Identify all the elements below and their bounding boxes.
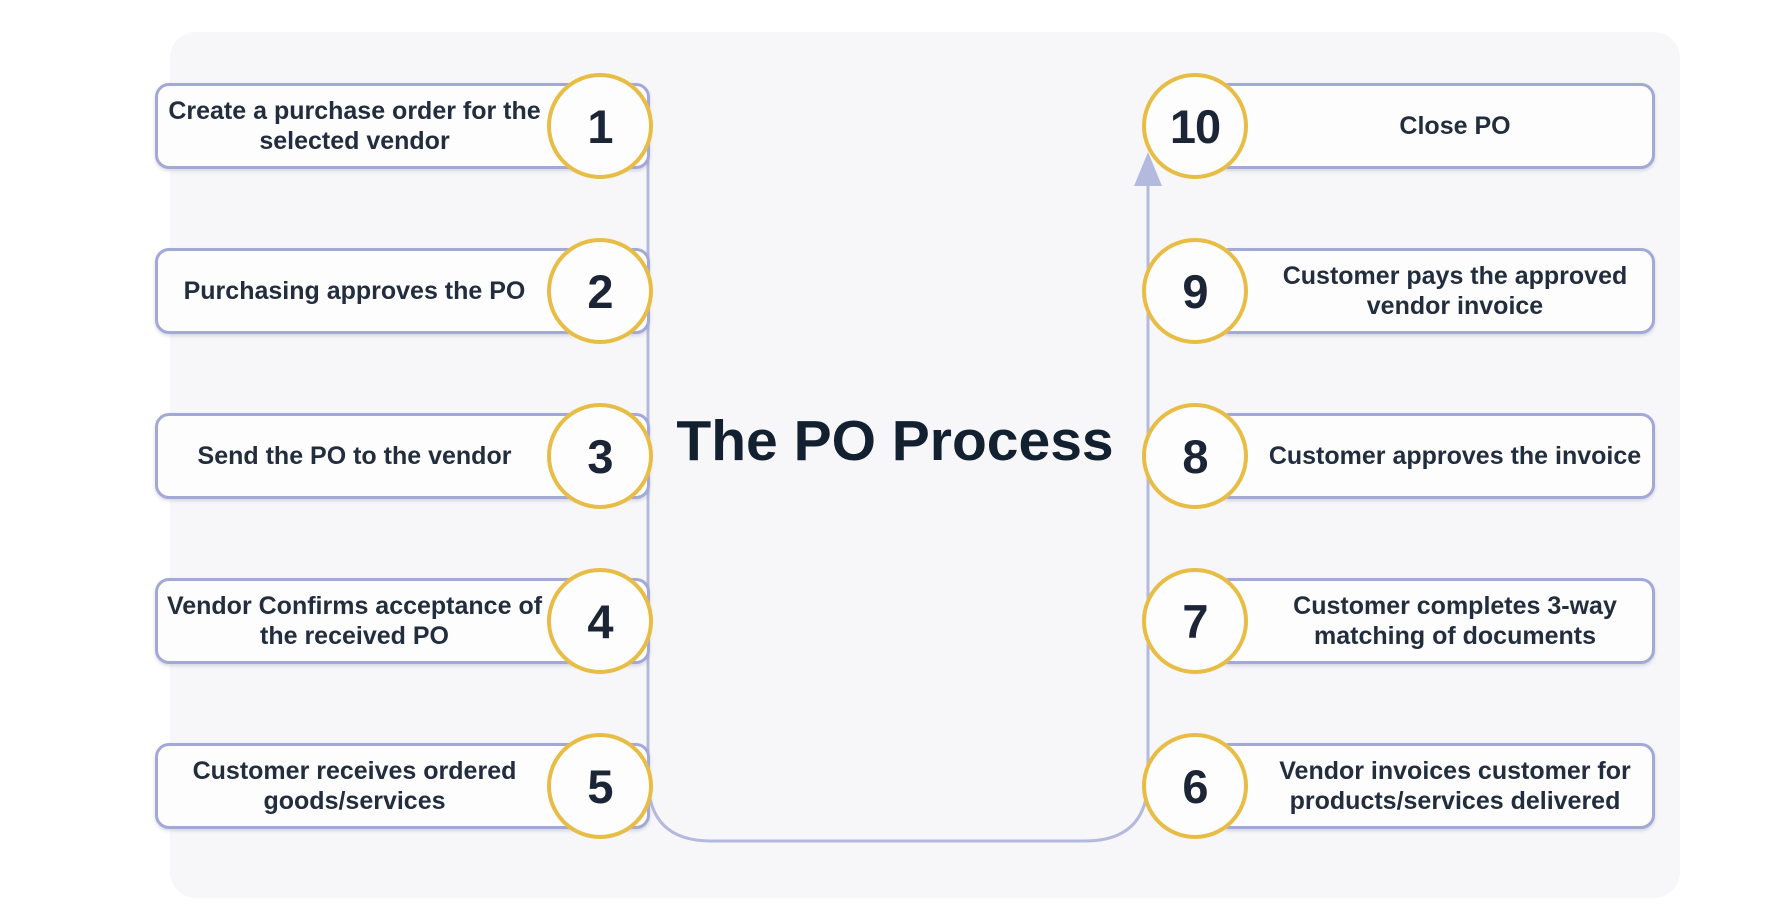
step-box (1215, 578, 1655, 664)
step-box (1215, 413, 1655, 499)
flow-connector-path (646, 135, 1150, 843)
step-number: 3 (587, 429, 613, 483)
step-number-badge: 7 (1142, 568, 1248, 674)
step-number-badge: 4 (547, 568, 653, 674)
step-label: Vendor invoices customer for products/se… (1279, 756, 1631, 816)
arrowhead-up-icon (1134, 152, 1162, 186)
step-item-2: Purchasing approves the PO 2 (155, 238, 653, 344)
step-item-6: Vendor invoices customer for products/se… (1142, 733, 1655, 839)
diagram-title: The PO Process (676, 409, 1114, 473)
step-item-4: Vendor Confirms acceptance of the receiv… (155, 568, 653, 674)
step-label: Send the PO to the vendor (197, 441, 512, 470)
step-number: 5 (587, 759, 613, 813)
step-number: 9 (1182, 264, 1208, 318)
step-item-9: Customer pays the approved vendor invoic… (1142, 238, 1655, 344)
step-label: Vendor Confirms acceptance of the receiv… (166, 591, 543, 651)
step-item-10: Close PO 10 (1142, 73, 1655, 179)
step-number-badge: 8 (1142, 403, 1248, 509)
step-item-1: Create a purchase order for the selected… (155, 73, 653, 179)
step-box (1215, 743, 1655, 829)
step-box (1215, 83, 1655, 169)
step-number: 8 (1182, 429, 1208, 483)
step-item-5: Customer receives ordered goods/services… (155, 733, 653, 839)
step-number-badge: 5 (547, 733, 653, 839)
step-label: Customer approves the invoice (1268, 441, 1642, 470)
step-number: 2 (587, 264, 613, 318)
step-number: 1 (587, 99, 613, 153)
step-number-badge: 2 (547, 238, 653, 344)
step-number: 10 (1169, 99, 1221, 153)
step-item-8: Customer approves the invoice 8 (1142, 403, 1655, 509)
step-number: 4 (587, 594, 613, 648)
step-label: Purchasing approves the PO (183, 276, 526, 305)
step-number: 6 (1182, 759, 1208, 813)
step-number-badge: 1 (547, 73, 653, 179)
step-number-badge: 6 (1142, 733, 1248, 839)
step-number-badge: 3 (547, 403, 653, 509)
step-number-badge: 10 (1142, 73, 1248, 179)
step-label: Customer receives ordered goods/services (192, 756, 517, 816)
step-box (1215, 248, 1655, 334)
step-item-3: Send the PO to the vendor 3 (155, 403, 653, 509)
step-label: Create a purchase order for the selected… (168, 96, 541, 156)
step-number-badge: 9 (1142, 238, 1248, 344)
step-label: Close PO (1399, 111, 1511, 140)
step-label: Customer completes 3-way matching of doc… (1293, 591, 1617, 651)
step-label: Customer pays the approved vendor invoic… (1282, 261, 1628, 321)
step-number: 7 (1182, 594, 1208, 648)
step-item-7: Customer completes 3-way matching of doc… (1142, 568, 1655, 674)
